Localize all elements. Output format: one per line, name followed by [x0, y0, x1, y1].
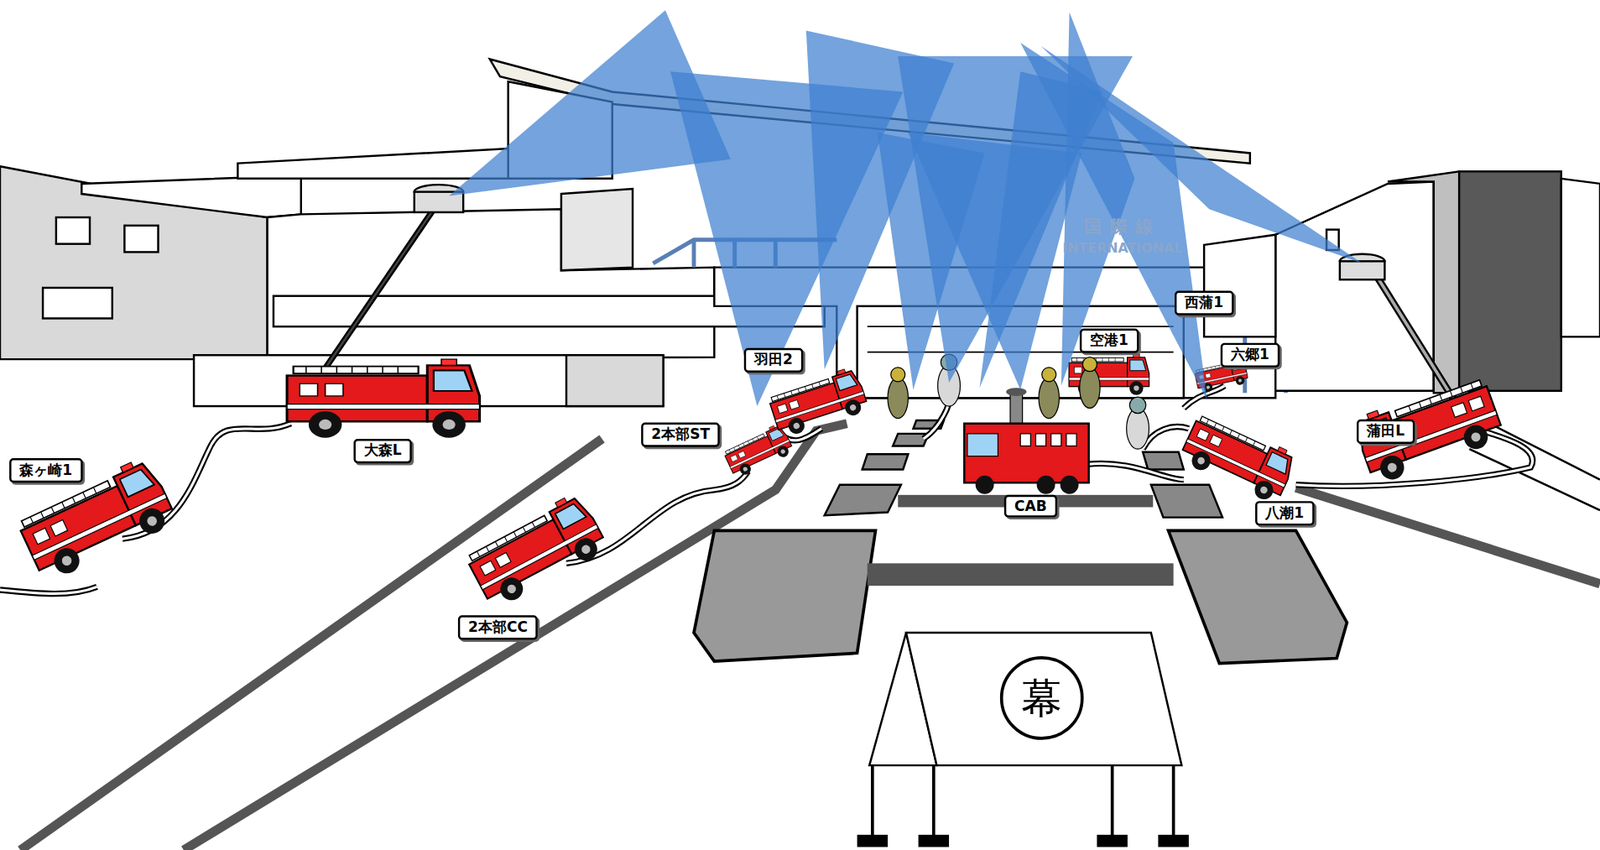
unit-label: 八潮1 [1255, 500, 1314, 526]
building-sign: INTERNATIONAL [1062, 239, 1183, 256]
label-text: 2本部ST [651, 425, 710, 442]
unit-label: 空港1 [1079, 328, 1139, 354]
unit-label: 蒲田L [1356, 419, 1415, 444]
unit-label: 羽田2 [744, 348, 803, 373]
label-text: 2本部CC [468, 618, 528, 635]
unit-label: 大森L [353, 438, 412, 464]
label-text: 八潮1 [1265, 504, 1304, 521]
label-text: 大森L [364, 442, 402, 459]
label-text: 六郷1 [1230, 345, 1270, 362]
label-text: 羽田2 [754, 350, 793, 367]
label-text: CAB [1014, 498, 1048, 515]
label-text: 空港1 [1089, 331, 1129, 348]
label-text: 蒲田L [1366, 422, 1405, 439]
building-sign: 国際線 [1084, 214, 1161, 239]
label-text: 森ヶ崎1 [19, 461, 73, 478]
curtain-circle: 幕 [1000, 656, 1085, 741]
unit-label: 2本部ST [641, 422, 720, 448]
label-text: 幕 [1021, 669, 1063, 726]
unit-label: 森ヶ崎1 [9, 458, 83, 483]
unit-label: 西蒲1 [1174, 291, 1234, 316]
unit-label: 2本部CC [458, 614, 538, 640]
unit-label: 六郷1 [1220, 343, 1280, 368]
label-text: 西蒲1 [1184, 293, 1224, 310]
unit-label: CAB [1004, 495, 1058, 518]
